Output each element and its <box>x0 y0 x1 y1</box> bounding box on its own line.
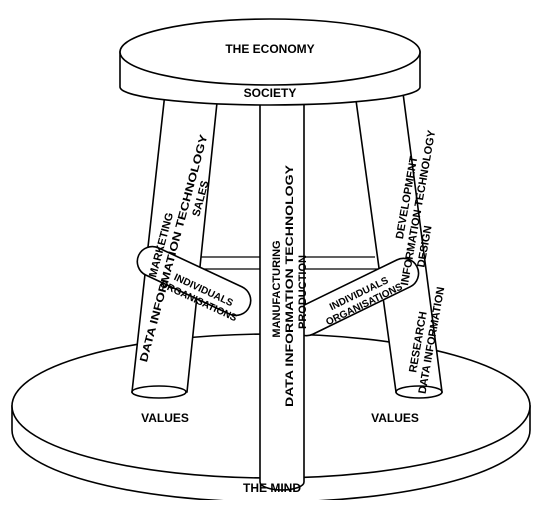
left-leg-foot <box>131 385 187 399</box>
center-leg-label-production: PRODUCTION <box>297 255 309 329</box>
center-leg-labels: MANUFACTURING DATA INFORMATION TECHNOLOG… <box>271 164 309 407</box>
center-leg-label-manufacturing: MANUFACTURING <box>271 240 283 337</box>
base-bottom-label: THE MIND <box>243 481 301 495</box>
center-leg-label-dit: DATA INFORMATION TECHNOLOGY <box>284 164 296 407</box>
left-brace <box>136 245 252 317</box>
right-leg-foot <box>395 385 443 399</box>
center-leg <box>259 95 305 491</box>
seat-top <box>119 18 421 86</box>
seat-band-label: SOCIETY <box>244 86 297 100</box>
left-brace-body <box>136 245 252 317</box>
center-leg-body <box>259 95 305 491</box>
base-left-label: VALUES <box>141 411 189 425</box>
stool-seat <box>119 18 421 106</box>
base-right-label: VALUES <box>371 411 419 425</box>
seat-top-label: THE ECONOMY <box>225 42 314 56</box>
